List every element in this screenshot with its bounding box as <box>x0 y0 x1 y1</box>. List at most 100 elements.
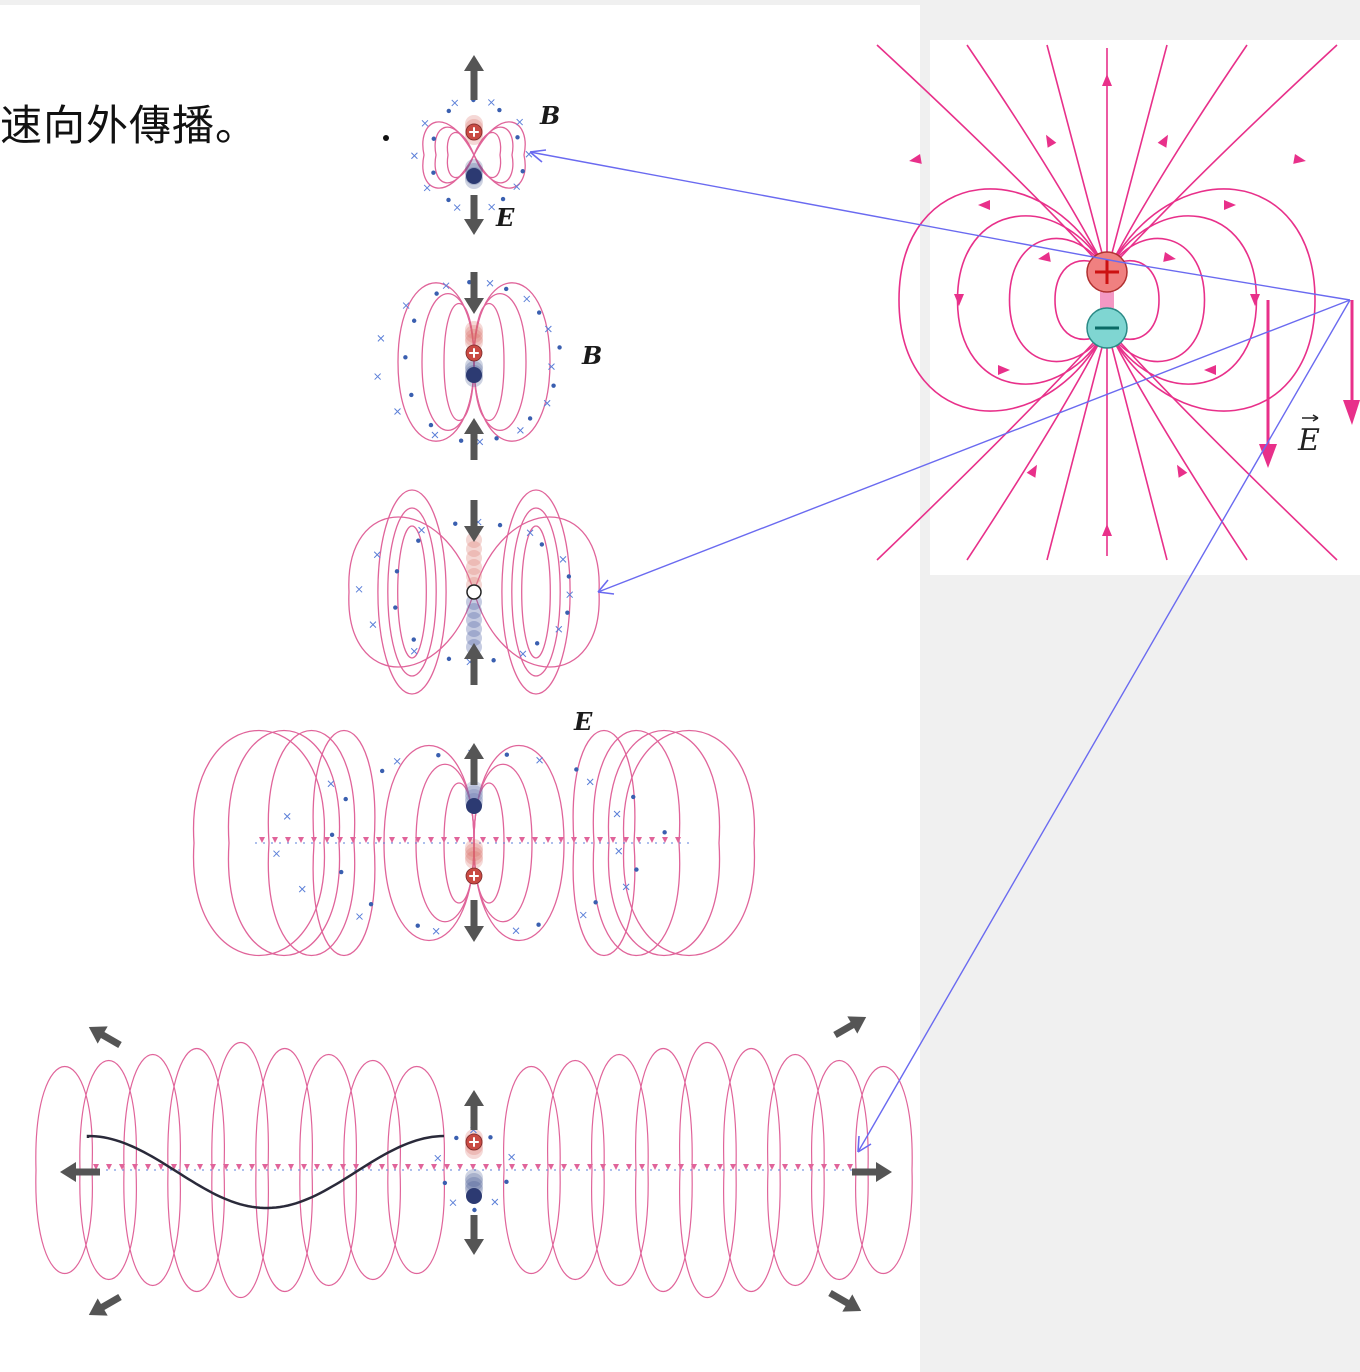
field-arrowhead <box>353 1164 359 1170</box>
field-arrowhead <box>600 1164 606 1170</box>
pointer-arrowhead <box>597 579 615 595</box>
field-arrowhead <box>587 1164 593 1170</box>
field-dot <box>515 135 520 140</box>
field-dot <box>631 794 636 800</box>
field-dot <box>536 310 542 315</box>
field-arrowhead <box>337 837 343 843</box>
field-cross <box>512 927 520 935</box>
field-dot <box>503 286 509 292</box>
field-arrowhead <box>623 837 629 843</box>
label-e-vector: E <box>1297 423 1320 458</box>
field-line <box>397 282 475 442</box>
field-dot <box>415 923 420 928</box>
field-arrowhead <box>483 1164 489 1170</box>
dipole-field-line <box>1046 44 1108 273</box>
field-arrowhead <box>548 1164 554 1170</box>
field-dot <box>431 170 436 175</box>
dipole-field-line <box>876 327 1108 561</box>
field-arrowhead <box>132 1164 138 1170</box>
field-dot <box>467 279 472 285</box>
arrow-head <box>464 418 484 434</box>
dipole-arrowhead <box>1102 74 1112 86</box>
arrow-head <box>876 1162 892 1182</box>
field-arrowhead <box>532 837 538 843</box>
field-line <box>511 507 561 677</box>
field-dot <box>393 605 398 610</box>
minus-charge-icon <box>466 1188 482 1204</box>
field-arrowhead <box>145 1164 151 1170</box>
blob-shade <box>465 785 483 803</box>
field-cross <box>559 555 567 563</box>
field-dot <box>536 922 541 927</box>
field-cross <box>377 335 385 342</box>
field-arrowhead <box>197 1164 203 1170</box>
dipole-field-line <box>966 327 1108 561</box>
field-arrowhead <box>649 837 655 843</box>
field-arrowhead <box>636 837 642 843</box>
field-dot <box>368 901 374 907</box>
minus-charge-icon <box>466 798 482 814</box>
arrow-icon <box>464 500 484 542</box>
field-dot <box>428 422 434 428</box>
field-cross <box>517 427 524 434</box>
field-cross <box>369 621 377 629</box>
field-arrowhead <box>259 837 265 843</box>
dipole-arrowhead <box>909 154 922 164</box>
charge-cloud-negative <box>466 612 482 628</box>
dipole-arrowhead <box>1038 252 1051 262</box>
field-cross <box>488 203 495 211</box>
field-arrowhead <box>808 1164 814 1170</box>
field-line <box>227 730 341 956</box>
arrow-head <box>464 1090 484 1106</box>
field-arrowhead <box>324 837 330 843</box>
field-line <box>377 489 447 695</box>
field-arrowhead <box>756 1164 762 1170</box>
field-dot <box>534 641 540 646</box>
field-arrowhead <box>652 1164 658 1170</box>
field-cross <box>273 850 280 858</box>
charge-cloud-positive <box>466 568 482 584</box>
e-vector-arrowhead <box>1343 400 1360 425</box>
field-line <box>855 1066 913 1274</box>
field-cross <box>451 99 459 107</box>
pointer-arrowhead <box>529 149 547 163</box>
field-cross <box>356 913 363 920</box>
charge-cloud-positive <box>466 559 482 575</box>
field-arrowhead <box>795 1164 801 1170</box>
field-line <box>473 121 526 189</box>
right-panel <box>930 40 1360 575</box>
arrow-icon <box>464 1215 484 1255</box>
field-arrowhead <box>717 1164 723 1170</box>
dipole-arrowhead <box>1293 154 1306 164</box>
arrow-icon <box>464 272 484 314</box>
dipole-arrowhead <box>1204 365 1216 375</box>
field-dot <box>504 752 510 757</box>
field-dot <box>497 107 502 113</box>
field-arrowhead <box>210 1164 216 1170</box>
field-arrowhead <box>470 1164 476 1170</box>
field-arrowhead <box>639 1164 645 1170</box>
field-cross <box>402 302 410 309</box>
dipole-field-line <box>876 44 1108 273</box>
e-vector-arrow-icon <box>1302 414 1319 422</box>
field-cross <box>516 118 524 126</box>
left-panel <box>0 5 920 1372</box>
field-arrowhead <box>834 1164 840 1170</box>
field-cross <box>508 1153 515 1161</box>
dipole-field-line <box>1106 259 1160 341</box>
arrow-head <box>464 743 484 759</box>
field-arrowhead <box>249 1164 255 1170</box>
field-dot <box>379 768 385 774</box>
stage-5 <box>35 1016 913 1316</box>
field-arrowhead <box>405 1164 411 1170</box>
arrow-icon <box>60 1162 100 1182</box>
static-dipole-field <box>876 44 1360 561</box>
label-b-second: B <box>581 341 602 370</box>
neutral-charge-icon <box>466 584 482 600</box>
field-dot <box>394 569 400 574</box>
arrow-head <box>464 55 484 71</box>
field-arrowhead <box>571 837 577 843</box>
field-arrowhead <box>350 837 356 843</box>
field-arrowhead <box>691 1164 697 1170</box>
dipole-field-line <box>1054 259 1108 341</box>
